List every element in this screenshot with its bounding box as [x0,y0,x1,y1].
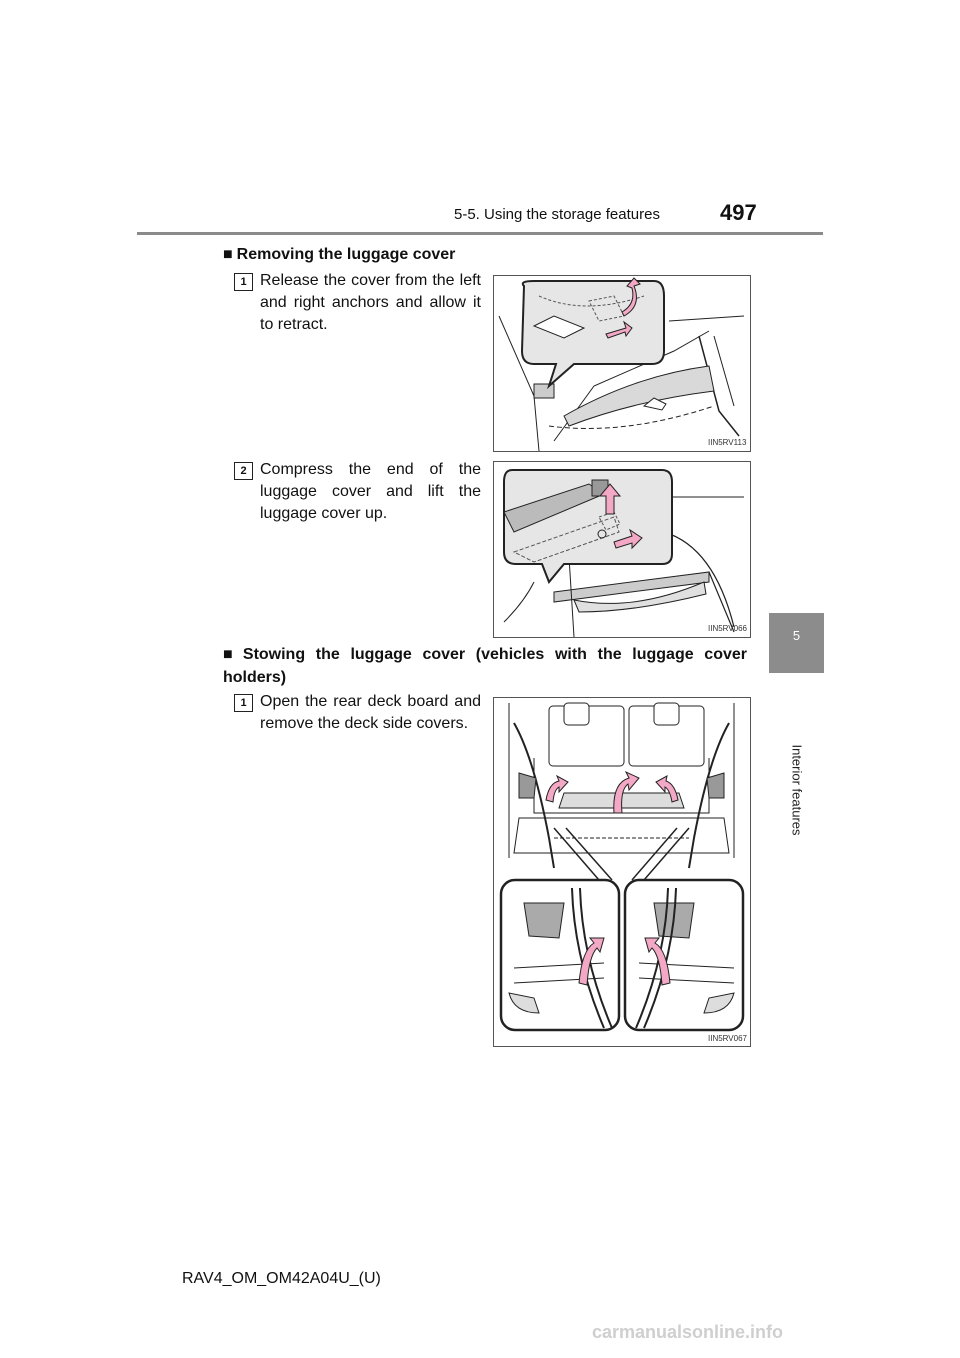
step-badge: 1 [234,273,253,291]
step-text: Release the cover from the left and righ… [260,272,481,333]
watermark: carmanualsonline.info [592,1322,784,1342]
section-title: 5-5. Using the storage features [454,206,660,223]
square-bullet-icon: ■ [223,246,233,263]
removing-heading-text: Removing the luggage cover [236,246,456,263]
header-rule [137,232,823,235]
page-number: 497 [720,200,757,225]
chapter-tab [769,613,824,673]
figure-deck-side-covers: IIN5RV067 [493,697,751,1047]
chapter-label-text: Interior features [789,744,805,836]
figure-compress-cover: IIN5RV066 [493,461,751,638]
step-badge: 1 [234,694,253,712]
stowing-heading-text: Stowing the luggage cover (vehicles with… [223,646,747,686]
removing-heading: ■Removing the luggage cover [223,246,455,264]
figure-release-cover: IIN5RV113 [493,275,751,452]
figure-code: IIN5RV113 [708,438,747,447]
stowing-heading: ■Stowing the luggage cover (vehicles wit… [223,643,747,689]
chapter-number: 5 [792,628,801,643]
chapter-label: Interior features [770,720,824,860]
figure-code: IIN5RV066 [708,624,747,633]
step-text: Open the rear deck board and remove the … [260,693,481,732]
step-badge: 2 [234,462,253,480]
step-text: Compress the end of the luggage cover an… [260,461,481,522]
figure-code: IIN5RV067 [708,1034,747,1043]
square-bullet-icon: ■ [223,646,239,663]
document-code: RAV4_OM_OM42A04U_(U) [182,1270,381,1287]
